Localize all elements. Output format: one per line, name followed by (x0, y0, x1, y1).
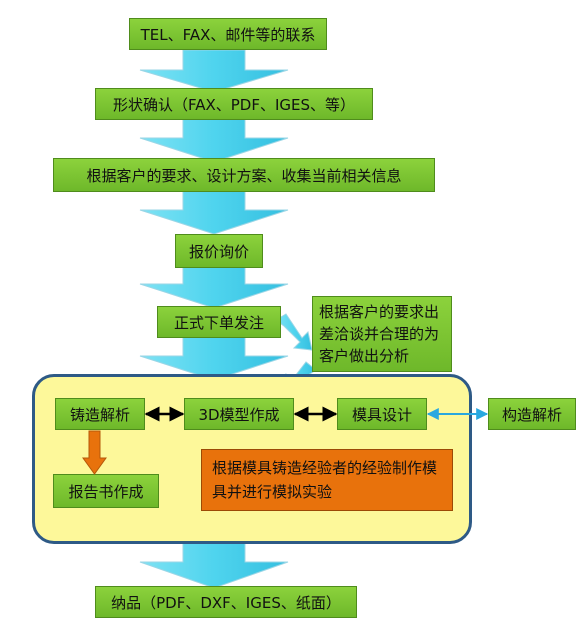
quotation-step: 报价询价 (175, 234, 263, 268)
down-arrow-1 (139, 49, 289, 93)
structure-analysis-step: 构造解析 (488, 398, 576, 430)
diag-arrow-order-to-note (275, 313, 313, 351)
down-arrow-6 (139, 542, 289, 589)
mold-design-step: 模具设计 (337, 398, 427, 430)
shape-confirm-step: 形状确认（FAX、PDF、IGES、等） (95, 88, 373, 120)
down-arrow-2 (139, 117, 289, 163)
mold-simulation-note: 根据模具铸造经验者的经验制作模具并进行模拟实验 (201, 449, 453, 511)
formal-order-step: 正式下单发注 (157, 306, 281, 338)
model-3d-step: 3D模型作成 (184, 398, 294, 430)
down-arrow-4 (139, 265, 289, 309)
delivery-step: 纳品（PDF、DXF、IGES、纸面） (95, 586, 357, 618)
report-step: 报告书作成 (53, 474, 159, 508)
requirements-step: 根据客户的要求、设计方案、收集当前相关信息 (53, 158, 435, 192)
down-arrow-3 (139, 189, 289, 235)
contact-step: TEL、FAX、邮件等的联系 (129, 18, 327, 50)
customer-analysis-note: 根据客户的要求出差洽谈并合理的为客户做出分析 (312, 296, 452, 372)
down-arrow-5 (139, 335, 289, 381)
casting-analysis-step: 铸造解析 (55, 398, 145, 430)
